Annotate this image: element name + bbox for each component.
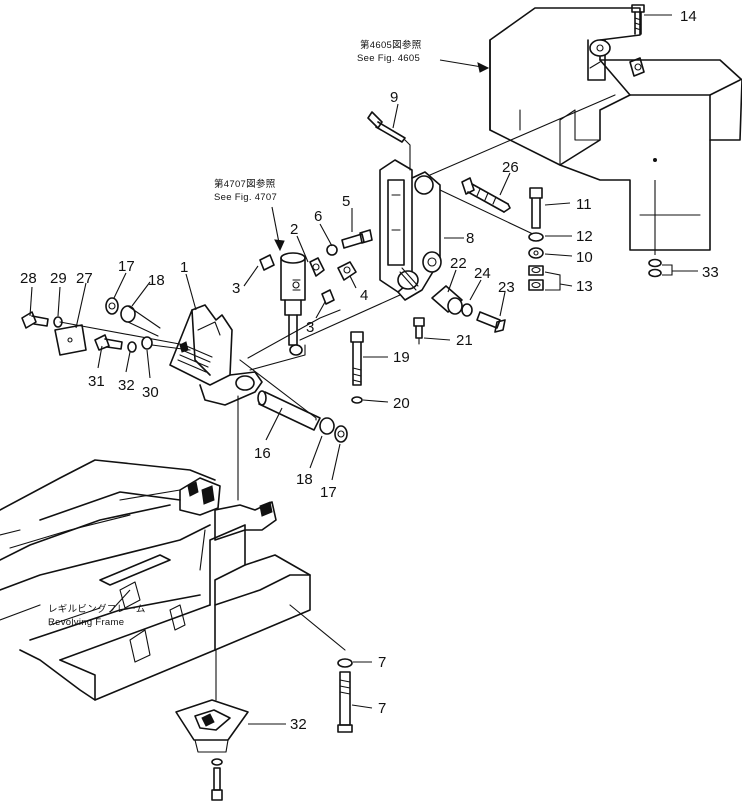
callout-7: 7 — [378, 700, 386, 717]
callout-17a: 17 — [118, 258, 135, 275]
callout-3b: 3 — [306, 319, 314, 336]
bracket-2 — [309, 257, 325, 277]
bolt-7 — [337, 671, 353, 733]
pin-16 — [257, 390, 321, 431]
bolt-12 — [529, 187, 543, 229]
callout-17b: 17 — [320, 484, 337, 501]
assembly-line — [429, 94, 616, 176]
callout-27: 28 — [20, 270, 37, 287]
callout-29: 30 — [142, 384, 159, 401]
callout-25: 26 — [502, 159, 519, 176]
assembly-line — [299, 294, 401, 341]
revolving-frame — [0, 459, 311, 701]
nut-3b — [321, 289, 335, 305]
callout-9: 8 — [466, 230, 474, 247]
callout-numbers: 14 9 26 11 12 10 13 33 8 22 24 23 21 19 … — [20, 8, 719, 733]
callout-16: 16 — [254, 445, 271, 462]
assembly-line — [59, 321, 186, 346]
callout-28: 29 — [50, 270, 67, 287]
callout-5: 5 — [342, 193, 350, 210]
bracket-assembly-1 — [169, 304, 263, 406]
ref-frame-jp: レギルビングフレーム — [48, 603, 146, 615]
ref-counterweight-en: See Fig. 4605 — [357, 53, 420, 64]
callout-1: 1 — [180, 259, 188, 276]
callout-8: 7 — [378, 654, 386, 671]
ref-counterweight-jp: 第4605図参照 — [360, 39, 422, 51]
callout-11: 10 — [576, 249, 593, 266]
nut-3a — [259, 254, 275, 271]
callout-10: 9 — [390, 89, 398, 106]
link-9 — [379, 159, 442, 301]
callout-30: 31 — [88, 373, 105, 390]
callout-4: 4 — [360, 287, 368, 304]
washer-8 — [337, 658, 353, 668]
callout-24: 24 — [474, 265, 491, 282]
plate-32 — [175, 699, 249, 753]
callout-20: 20 — [393, 395, 410, 412]
callout-14: 13 — [576, 278, 593, 295]
plate-26 — [54, 324, 87, 356]
callout-2: 2 — [290, 221, 298, 238]
washer-20 — [351, 396, 363, 404]
ref-cylinder-jp: 第4707図参照 — [214, 178, 276, 190]
bolt-30 — [94, 334, 123, 351]
assembly-line — [247, 309, 341, 359]
callout-22: 22 — [450, 255, 467, 272]
callout-6: 6 — [314, 208, 322, 225]
cylinder — [280, 252, 306, 356]
bolt-bottom — [211, 758, 223, 801]
bushing-18a — [120, 305, 161, 337]
callout-13: 12 — [576, 228, 593, 245]
bolt-5 — [341, 229, 373, 249]
callout-18b: 18 — [296, 471, 313, 488]
bushing-17a — [105, 297, 119, 315]
bushing-18b — [319, 417, 335, 435]
bolt-15 — [631, 4, 645, 35]
callout-leaders — [29, 14, 698, 725]
bolt-23 — [476, 311, 506, 333]
callout-31: 32 — [118, 377, 135, 394]
assembly-line — [439, 189, 536, 236]
washer-6 — [326, 244, 338, 256]
pin-22 — [431, 285, 463, 315]
counterweight — [489, 7, 742, 251]
arrow-head — [274, 239, 285, 252]
ref-cylinder-en: See Fig. 4707 — [214, 192, 277, 203]
assembly-line — [151, 344, 191, 351]
bolt-10 — [367, 111, 411, 171]
bolt-25 — [461, 177, 511, 213]
arrow-head — [477, 62, 490, 73]
assembly-line — [289, 604, 346, 651]
callout-3a: 3 — [232, 280, 240, 297]
callout-26: 27 — [76, 270, 93, 287]
callout-12: 11 — [576, 196, 592, 213]
washer-24 — [461, 303, 473, 317]
fitting-29 — [141, 336, 153, 350]
ref-frame-en: Revolving Frame — [48, 617, 124, 628]
bushing-17b — [334, 425, 348, 443]
callout-32: 32 — [290, 716, 307, 733]
clip-4 — [337, 261, 357, 281]
callout-15: 14 — [680, 8, 697, 25]
bolt-27 — [21, 311, 49, 329]
washers-nuts — [528, 232, 544, 291]
bolt-19 — [350, 331, 364, 386]
callout-23: 23 — [498, 279, 515, 296]
callout-19: 19 — [393, 349, 410, 366]
callout-21: 21 — [456, 332, 473, 349]
assembly-line — [249, 344, 306, 371]
washer-31 — [127, 341, 137, 353]
assembly-line — [239, 359, 317, 421]
fitting-21 — [413, 317, 425, 345]
callout-33: 33 — [702, 264, 719, 281]
washers-33 — [648, 180, 662, 278]
callout-18a: 18 — [148, 272, 165, 289]
